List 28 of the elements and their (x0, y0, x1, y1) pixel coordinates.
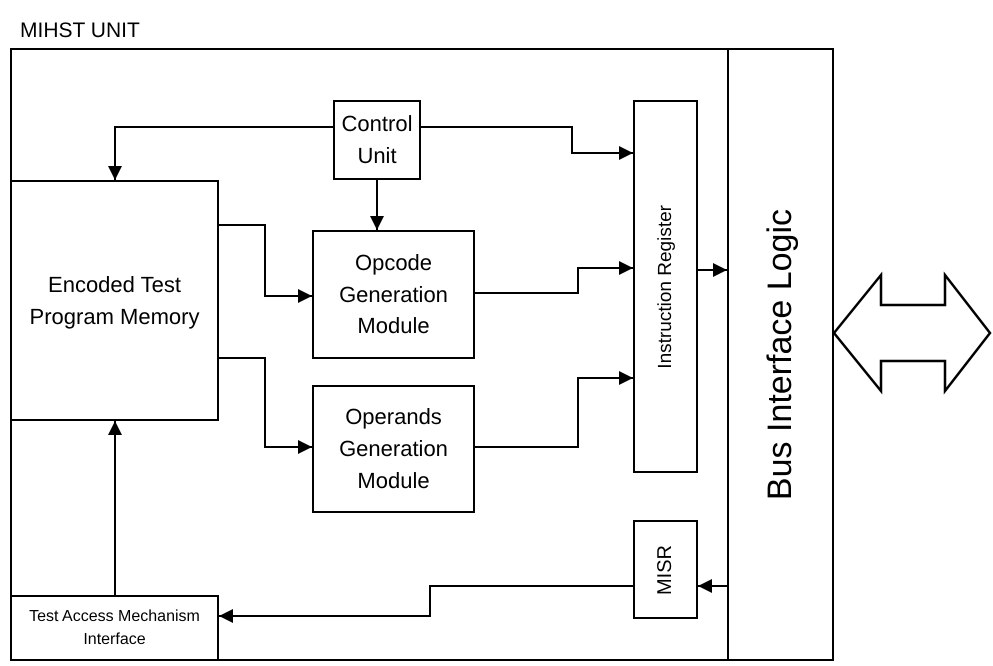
arrow (108, 126, 333, 180)
block-label: Test Access Mechanism Interface (28, 606, 201, 650)
block-label-vertical: Instruction Register (654, 204, 677, 368)
block-label-vertical: Bus Interface Logic (760, 208, 800, 500)
block-label: Encoded Test Program Memory (28, 270, 200, 331)
block-box (312, 230, 475, 359)
block-box (633, 520, 698, 619)
block-box (312, 385, 475, 513)
block-box (10, 595, 219, 661)
double-block-arrow (832, 271, 992, 395)
block-label: Opcode Generation Module (338, 248, 449, 340)
arrow (108, 421, 122, 595)
arrow (421, 126, 633, 160)
block-label: Operands Generation Module (338, 403, 449, 495)
block-box (633, 100, 698, 473)
arrow (219, 357, 312, 454)
arrow (370, 180, 384, 230)
arrow (219, 224, 312, 303)
block-label: Control Unit (340, 110, 414, 170)
block-label-vertical: MISR (653, 544, 677, 594)
block-box (333, 100, 421, 180)
arrow (475, 261, 633, 294)
block-box (10, 180, 219, 421)
arrow (698, 263, 727, 277)
unit-heading: MIHST UNIT (20, 18, 140, 44)
arrow (698, 579, 727, 593)
arrow (475, 371, 633, 448)
arrow (219, 585, 633, 623)
